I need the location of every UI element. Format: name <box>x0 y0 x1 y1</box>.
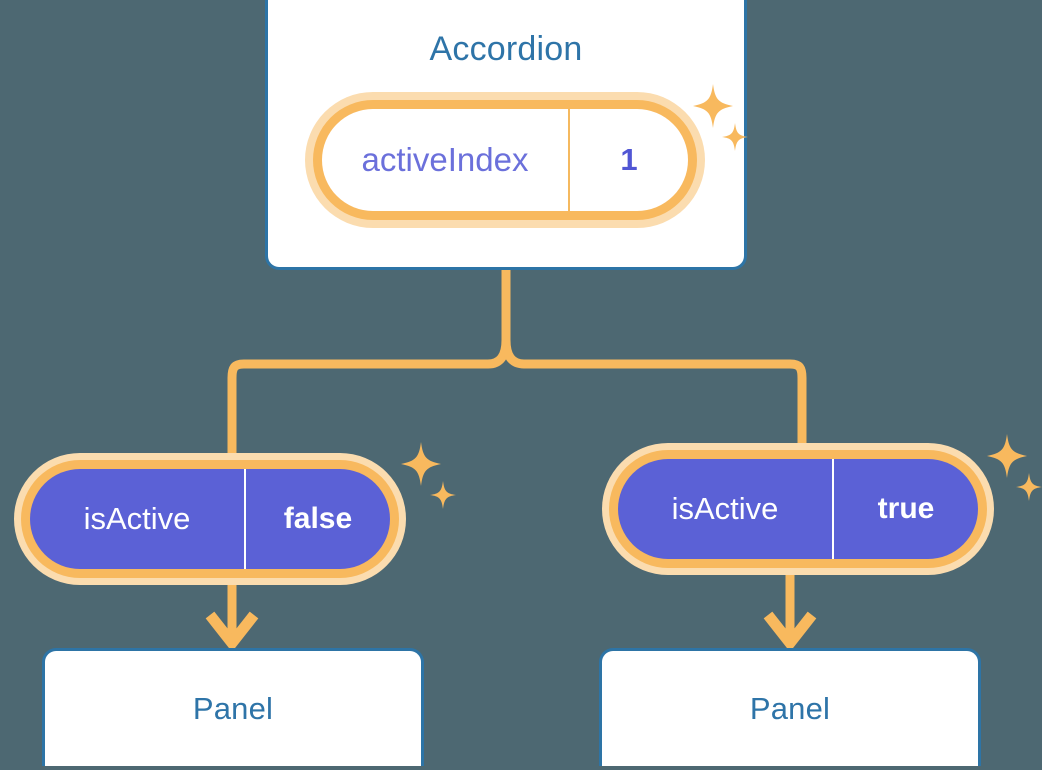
panel-card-left[interactable]: Panel <box>42 648 424 766</box>
state-pill-key: isActive <box>83 501 191 536</box>
state-pill-key: isActive <box>671 491 779 526</box>
connector-branch-left <box>227 339 511 456</box>
panel-card-title: Panel <box>192 690 274 726</box>
state-pill-value: true <box>832 459 978 559</box>
panel-card-right[interactable]: Panel <box>599 648 981 766</box>
pill-body: activeIndex 1 <box>322 109 688 211</box>
state-pill-active-index[interactable]: activeIndex 1 <box>305 92 705 228</box>
state-pill-is-active-true[interactable]: isActive true <box>602 443 994 575</box>
state-pill-value: 1 <box>568 109 688 211</box>
state-pill-value: false <box>244 469 390 569</box>
pill-body: isActive true <box>618 459 978 559</box>
pill-body: isActive false <box>30 469 390 569</box>
state-pill-key: activeIndex <box>361 141 529 178</box>
state-pill-is-active-false[interactable]: isActive false <box>14 453 406 585</box>
panel-card-title: Panel <box>749 690 831 726</box>
arrow-down-icon-left <box>205 585 259 652</box>
arrow-down-icon-right <box>763 575 817 652</box>
accordion-card-title: Accordion <box>429 30 583 68</box>
connector-branch-right <box>501 339 807 446</box>
